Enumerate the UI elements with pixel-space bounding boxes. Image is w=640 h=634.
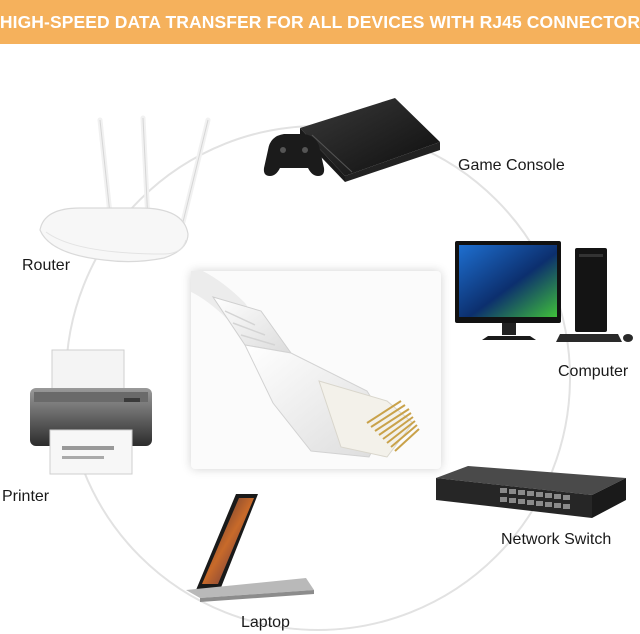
router-icon [39,115,211,263]
label-game-console: Game Console [458,157,565,174]
banner-title: HIGH-SPEED DATA TRANSFER FOR ALL DEVICES… [0,11,640,32]
label-laptop: Laptop [241,614,290,631]
monitor-icon [455,241,561,340]
network-switch-icon [436,466,626,518]
printer-icon [30,349,152,475]
label-network-switch: Network Switch [501,531,612,548]
ethernet-cable-plug [184,269,420,458]
mouse-icon [623,334,633,342]
top-banner: HIGH-SPEED DATA TRANSFER FOR ALL DEVICES… [0,0,640,44]
laptop-icon [186,494,314,602]
label-router: Router [22,257,71,274]
label-printer: Printer [2,488,50,505]
ethernet-cable-card [184,269,441,469]
keyboard-icon [556,334,622,342]
pc-tower-icon [575,248,607,332]
label-computer: Computer [558,363,629,380]
controller-icon [263,134,325,176]
